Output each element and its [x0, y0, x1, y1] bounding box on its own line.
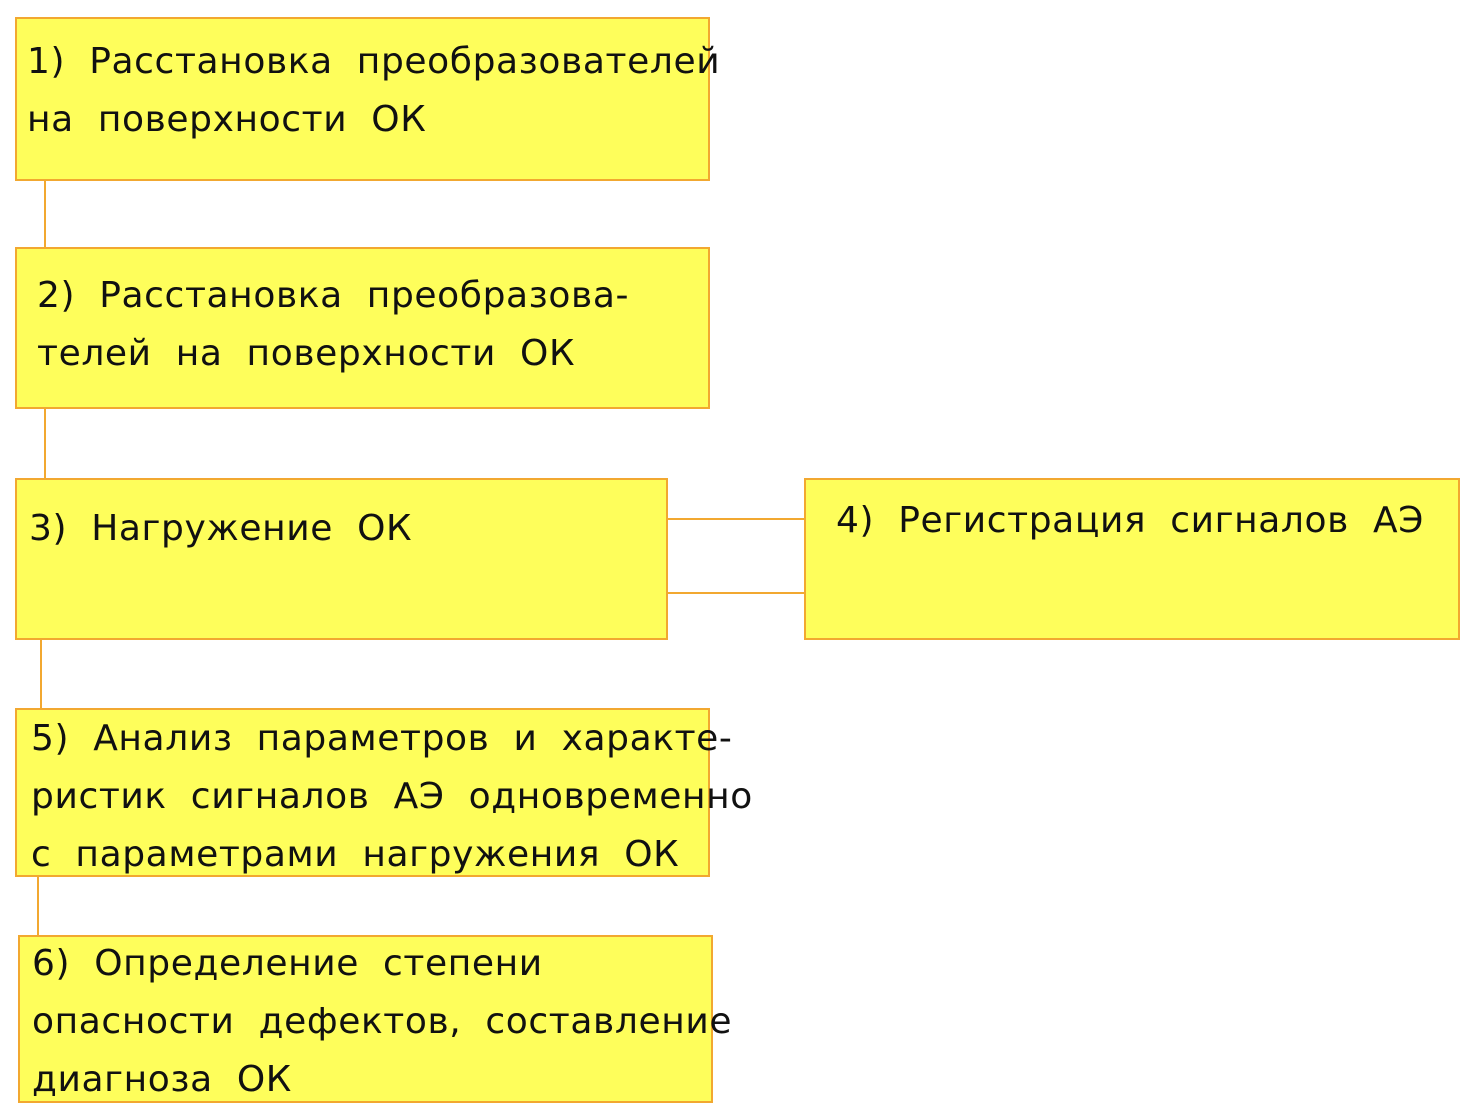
step-5-line-3: с параметрами нагружения ОК	[31, 834, 680, 875]
step-6-line-1: 6) Определение степени	[32, 943, 543, 984]
step-2-line-2: телей на поверхности ОК	[37, 333, 576, 374]
step-5-line-1: 5) Анализ параметров и характе-	[31, 718, 733, 759]
step-1-box: 1) Расстановка преобразователей на повер…	[15, 17, 720, 181]
step-4-box: 4) Регистрация сигналов АЭ	[804, 478, 1460, 640]
step-3-line-1: 3) Нагружение ОК	[29, 508, 413, 549]
step-2-box: 2) Расстановка преобразова- телей на пов…	[15, 247, 710, 409]
connector-2-3	[44, 408, 46, 479]
connector-3-4-bottom	[667, 592, 805, 594]
connector-5-6	[37, 876, 39, 937]
step-6-box: 6) Определение степени опасности дефекто…	[18, 935, 731, 1103]
step-1-line-2: на поверхности ОК	[27, 99, 427, 140]
step-6-line-2: опасности дефектов, составление	[32, 1001, 733, 1042]
step-1-line-1: 1) Расстановка преобразователей	[27, 41, 721, 82]
step-5-box: 5) Анализ параметров и характе- ристик с…	[15, 708, 752, 877]
step-2-line-1: 2) Расстановка преобразова-	[37, 275, 630, 316]
connector-3-5	[40, 639, 42, 709]
step-5-line-2: ристик сигналов АЭ одновременно	[31, 776, 753, 817]
step-3-box: 3) Нагружение ОК	[15, 478, 668, 640]
step-6-line-3: диагноза ОК	[32, 1059, 292, 1100]
connector-3-4-top	[667, 518, 805, 520]
step-4-line-1: 4) Регистрация сигналов АЭ	[836, 500, 1424, 541]
connector-1-2	[44, 180, 46, 248]
